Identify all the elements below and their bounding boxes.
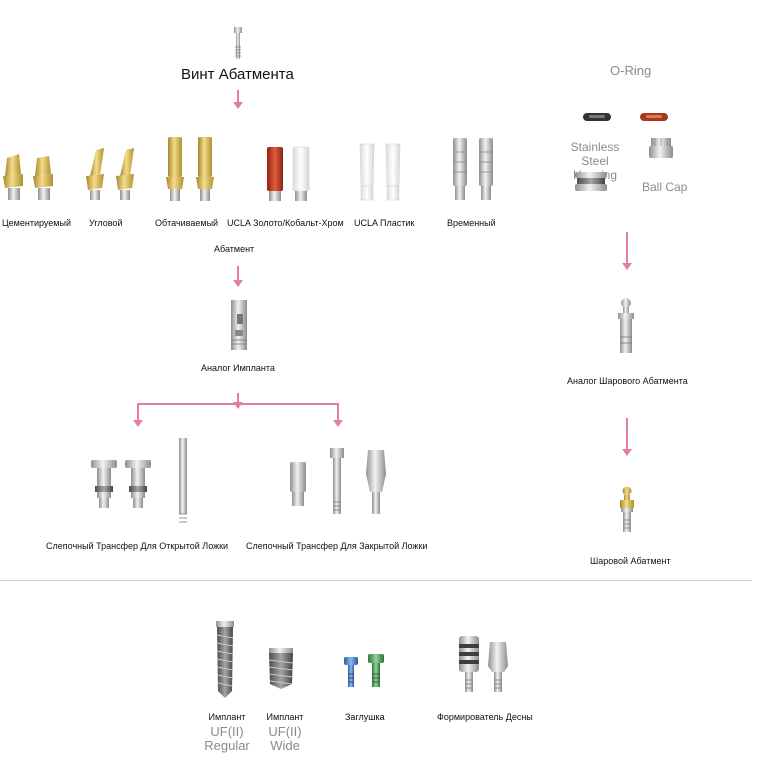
ucla-gold-abutment-image [267,146,310,201]
temporary-abutment-image [453,138,493,200]
ball-cap-label: Ball Cap [642,180,688,194]
abutment-group-label: Абатмент [214,244,255,254]
ball-analog-image [618,298,634,353]
ball-abutment-label: Шаровой Абатмент [590,556,671,566]
implant-regular-image [216,621,234,698]
open-tray-transfer-label: Слепочный Трансфер Для Открытой Ложки [46,541,229,551]
healing-abutment-image [459,636,508,692]
closed-tray-transfer-label: Слепочный Трансфер Для Закрытой Ложки [246,541,428,551]
arrow-analog-stem [233,393,243,409]
section-divider [0,580,752,581]
cover-screw-image [344,654,384,687]
implant-regular-line3: Regular [204,738,250,753]
o-ring-black-image [583,113,611,121]
implant-analog-label: Аналог Импланта [201,363,275,373]
arrow-screw-to-abutments [233,90,243,109]
ball-cap-image [649,138,673,158]
cemented-abutment-label: Цементируемый [2,218,71,228]
ucla-plastic-abutment-image [359,143,401,201]
arrow-to-open-tray [133,403,143,427]
ucla-gold-abutment-label: UCLA Золото/Кобальт-Хром [227,218,344,228]
open-tray-transfer-image [91,438,187,523]
stainless-line1: Stainless [570,140,620,154]
arrow-to-ball-abutment [622,418,632,456]
temporary-abutment-label: Временный [447,218,496,228]
implant-analog-image [231,300,247,350]
implant-wide-line3: Wide [270,738,300,753]
o-ring-label: O-Ring [610,63,652,78]
ucla-plastic-abutment-label: UCLA Пластик [354,218,415,228]
ball-abutment-image [620,486,634,532]
milled-abutment-label: Обтачиваемый [155,218,219,228]
healing-abutment-label: Формирователь Десны [437,712,533,722]
arrow-to-ball-analog [622,232,632,270]
closed-tray-transfer-image [290,448,386,514]
angled-abutment-label: Угловой [89,218,123,228]
ball-analog-label: Аналог Шарового Абатмента [567,376,688,386]
implant-regular-line2: UF(II) [210,724,244,739]
implant-regular-line1: Имплант [208,712,246,722]
abutment-screw-label: Винт Абатмента [181,66,294,83]
arrow-branch-line [138,403,339,405]
cover-screw-label: Заглушка [345,712,385,722]
milled-abutment-image [166,137,214,201]
implant-wide-image [268,648,294,689]
cemented-abutment-image [3,154,53,200]
angled-abutment-image [86,148,134,200]
abutment-screw-image [234,27,242,59]
implant-wide-line2: UF(II) [268,724,302,739]
implant-wide-caption: Имплант UF(II) Wide [258,712,312,753]
arrow-to-closed-tray [333,403,343,427]
implant-regular-caption: Имплант UF(II) Regular [200,712,254,753]
stainless-housing-image [575,172,607,191]
implant-wide-line1: Имплант [266,712,304,722]
o-ring-red-image [640,113,668,121]
arrow-abutment-to-analog [233,266,243,287]
